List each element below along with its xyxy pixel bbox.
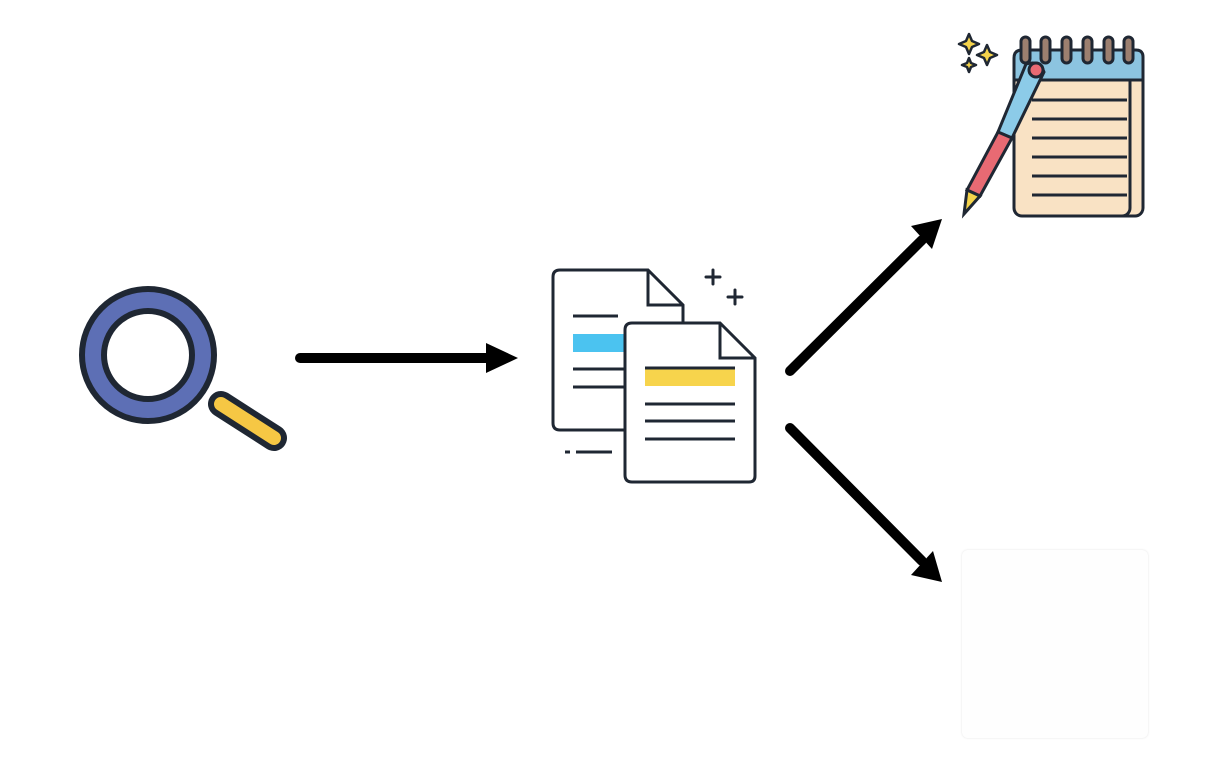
spiral-rings — [1019, 35, 1135, 65]
sparkle-icon — [957, 32, 999, 74]
notepad-with-pencil-icon — [957, 32, 1145, 219]
sparkle-plus-icon — [704, 268, 744, 306]
arrow-documents-to-blank — [785, 423, 942, 582]
blank-panel — [962, 550, 1148, 738]
arrow-search-to-documents — [295, 343, 518, 373]
pencil-icon — [961, 61, 1046, 219]
magnifying-glass-icon — [79, 286, 287, 451]
documents-icon — [551, 268, 757, 484]
arrow-documents-to-notes — [785, 219, 942, 376]
